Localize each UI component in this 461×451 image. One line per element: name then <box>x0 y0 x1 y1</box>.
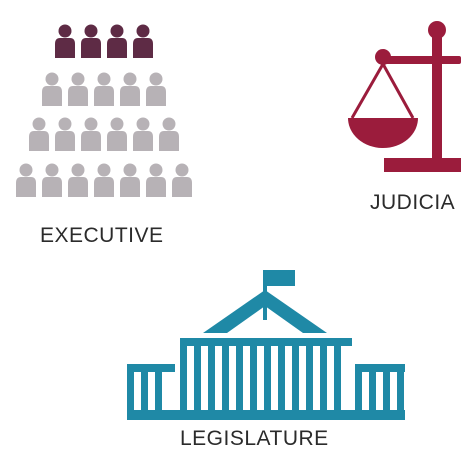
scales-base <box>384 158 461 172</box>
column <box>222 346 229 410</box>
person-icon <box>16 163 36 197</box>
scales-left-knob <box>375 49 391 65</box>
people-pyramid-icon <box>16 24 192 197</box>
person-icon <box>120 72 140 106</box>
column <box>141 372 148 410</box>
flag <box>267 270 295 286</box>
person-icon <box>94 72 114 106</box>
person-icon <box>107 24 127 58</box>
person-icon <box>42 72 62 106</box>
person-icon <box>55 24 75 58</box>
central-roof <box>180 338 352 346</box>
person-icon <box>42 163 62 197</box>
person-icon <box>107 117 127 151</box>
column <box>383 372 390 410</box>
scales-left-pan <box>348 118 418 148</box>
person-icon <box>94 163 114 197</box>
person-icon <box>146 163 166 197</box>
right-wing-roof <box>355 364 405 372</box>
parliament-house-icon <box>127 270 405 420</box>
person-icon <box>146 72 166 106</box>
person-icon <box>172 163 192 197</box>
column <box>155 372 162 410</box>
executive-label: EXECUTIVE <box>40 224 164 247</box>
person-icon <box>55 117 75 151</box>
parliament-base <box>127 410 405 420</box>
scales-of-justice-icon <box>348 21 461 172</box>
person-icon <box>68 72 88 106</box>
column <box>355 372 362 410</box>
left-wing-columns <box>127 372 162 410</box>
person-icon <box>81 117 101 151</box>
person-icon <box>29 117 49 151</box>
roof-arch <box>203 290 327 333</box>
column <box>320 346 327 410</box>
scales-top-knob <box>428 21 446 39</box>
left-wing-roof <box>127 364 175 372</box>
column <box>194 346 201 410</box>
scales-pillar <box>432 32 442 170</box>
legislature-label: LEGISLATURE <box>180 427 329 450</box>
column <box>369 372 376 410</box>
column <box>306 346 313 410</box>
person-icon <box>133 117 153 151</box>
emblem <box>251 326 279 345</box>
person-icon <box>68 163 88 197</box>
central-columns <box>180 346 341 410</box>
column <box>236 346 243 410</box>
column <box>180 346 187 410</box>
column <box>397 372 404 410</box>
judiciary-label: JUDICIA <box>370 191 456 214</box>
scales-beam <box>378 56 461 64</box>
column <box>292 346 299 410</box>
person-icon <box>120 163 140 197</box>
column <box>127 372 134 410</box>
right-wing-columns <box>355 372 404 410</box>
person-icon <box>133 24 153 58</box>
scales-left-strings <box>350 63 415 119</box>
column <box>208 346 215 410</box>
column <box>250 346 257 410</box>
column <box>334 346 341 410</box>
column <box>278 346 285 410</box>
column <box>264 346 271 410</box>
person-icon <box>159 117 179 151</box>
person-icon <box>81 24 101 58</box>
